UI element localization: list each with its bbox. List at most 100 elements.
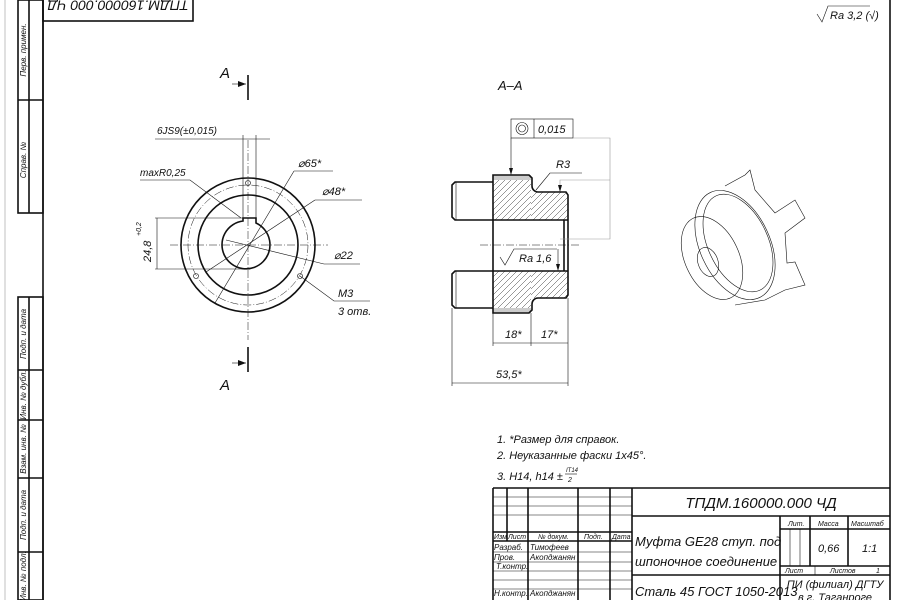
hatch-line [530, 270, 556, 296]
hatch-line [521, 298, 532, 309]
note-3-denominator: 2 [567, 477, 572, 484]
fillet-dim: maxR0,25 [140, 168, 186, 179]
margin-label: Инв. № подл. [19, 551, 28, 600]
role-checker: Пров. [494, 553, 515, 562]
hatch-line [492, 179, 518, 205]
sheet-label: Лист [784, 568, 803, 575]
hatch-line [545, 275, 569, 299]
hatch-line [492, 270, 512, 290]
part-name-line2: шпоночное соединение [635, 554, 777, 569]
part-name-line1: Муфта GE28 ступ. под [635, 534, 781, 549]
margin-label: Инв. № дубл. [19, 370, 28, 419]
radius-dim: R3 [556, 159, 571, 171]
hatch-line [527, 304, 532, 309]
d48-dim: ⌀48* [322, 186, 346, 198]
role-norm-control: Н.контр. [494, 589, 528, 598]
hatch-line [492, 179, 530, 217]
header-list: Лист [507, 534, 526, 541]
header-izm: Изм [494, 534, 507, 541]
hatch-line [509, 286, 532, 309]
hatch-line [518, 207, 532, 221]
section-letter: А [219, 377, 230, 394]
header-doc: № докум. [538, 533, 569, 541]
dim-total: 53,5* [496, 369, 522, 381]
hatch-line [530, 270, 538, 278]
hatch-line [497, 274, 532, 309]
tolerance-value: 0,015 [538, 124, 566, 136]
thread-count: 3 отв. [338, 306, 371, 318]
hatch-line [530, 270, 544, 284]
role-developer: Разраб. [494, 543, 523, 552]
hatch-line [544, 196, 569, 221]
scale-label: Масштаб [851, 520, 885, 528]
bolt-hole [245, 180, 251, 186]
hatch-line [532, 191, 562, 221]
hatch-line [530, 191, 538, 199]
keyway-dim: 6JS9(±0,015) [157, 126, 217, 137]
hatch-line [524, 213, 532, 221]
title-block: Изм Лист № докум. Подп. Дата Разраб. Тим… [492, 487, 890, 600]
name-norm-control: Акопджанян [529, 589, 576, 598]
material: Сталь 45 ГОСТ 1050-2013 [635, 584, 798, 599]
section-view: А–А 0,015 R3 Ra 1,6 [451, 78, 611, 386]
mass-value: 0,66 [818, 543, 840, 555]
sheets-value: 1 [876, 568, 880, 575]
hatch-line [492, 270, 500, 278]
hatch-line [530, 191, 550, 211]
bolt-hole [193, 273, 199, 279]
technical-notes: 1. *Размер для справок. 2. Неуказанные ф… [496, 434, 646, 484]
d22-dim: ⌀22 [334, 250, 353, 262]
hatch-line [494, 183, 532, 221]
roughness-section: Ra 1,6 [519, 253, 552, 265]
org-line1: ПИ (филиал) ДГТУ [787, 579, 885, 591]
hatch-line [492, 270, 524, 302]
stamp-code: ТПДМ.160000.000 ЧД [47, 0, 188, 13]
header-date: Дата [611, 534, 631, 541]
hatch-line [492, 179, 506, 193]
note-3-numerator: IT14 [566, 468, 579, 474]
hatch-line [557, 287, 569, 299]
section-marker-bottom: А [219, 347, 249, 394]
role-tech-control: Т.контр. [496, 562, 528, 571]
hatch-line [515, 292, 532, 309]
hatch-line [512, 201, 532, 221]
section-letter: А [219, 65, 230, 82]
hatch-line [492, 270, 506, 284]
hatch-line [562, 214, 569, 221]
mass-label: Масса [818, 521, 839, 528]
height-tolerance: +0,2 [136, 222, 143, 236]
hatch-line [550, 202, 569, 221]
hatch-line [539, 270, 568, 299]
margin-label: Справ. № [19, 141, 28, 178]
header-sign: Подп. [584, 533, 603, 541]
hatch-line [530, 191, 544, 205]
lit-label: Лит. [787, 521, 804, 528]
bolt-hole [297, 273, 303, 279]
d65-dim: ⌀65* [298, 158, 322, 170]
hatch-line [556, 208, 569, 221]
hatch-line [538, 191, 568, 221]
margin-label: Подп. и дата [19, 308, 28, 359]
general-roughness: Ra 3,2 (√) [816, 5, 879, 23]
hatch-line [500, 189, 532, 221]
hatch-line [551, 281, 569, 299]
scale-value: 1:1 [862, 543, 877, 555]
margin-strip: Перв. примен. Справ. № Подп. и дата Инв.… [17, 0, 44, 600]
hatch-line [530, 270, 550, 290]
hatch-line [492, 270, 518, 296]
margin-label: Подп. и дата [19, 489, 28, 540]
dim-18: 18* [505, 329, 522, 341]
thread-dim: M3 [338, 288, 354, 300]
front-view: 6JS9(±0,015) maxR0,25 ⌀65* ⌀48* ⌀22 24,8… [136, 126, 371, 340]
note-2: 2. Неуказанные фаски 1х45°. [496, 450, 646, 462]
hatch-line [492, 179, 524, 211]
drawing-code: ТПДМ.160000.000 ЧД [685, 495, 837, 512]
hatch-line [506, 195, 532, 221]
height-dim: 24,8 [142, 240, 154, 263]
isometric-view [680, 169, 806, 306]
note-3: 3. H14, h14 ± [497, 471, 563, 483]
name-checker: Акопджанян [529, 553, 576, 562]
margin-label: Взам. инв. № [19, 424, 28, 474]
hatch-line [503, 280, 532, 309]
